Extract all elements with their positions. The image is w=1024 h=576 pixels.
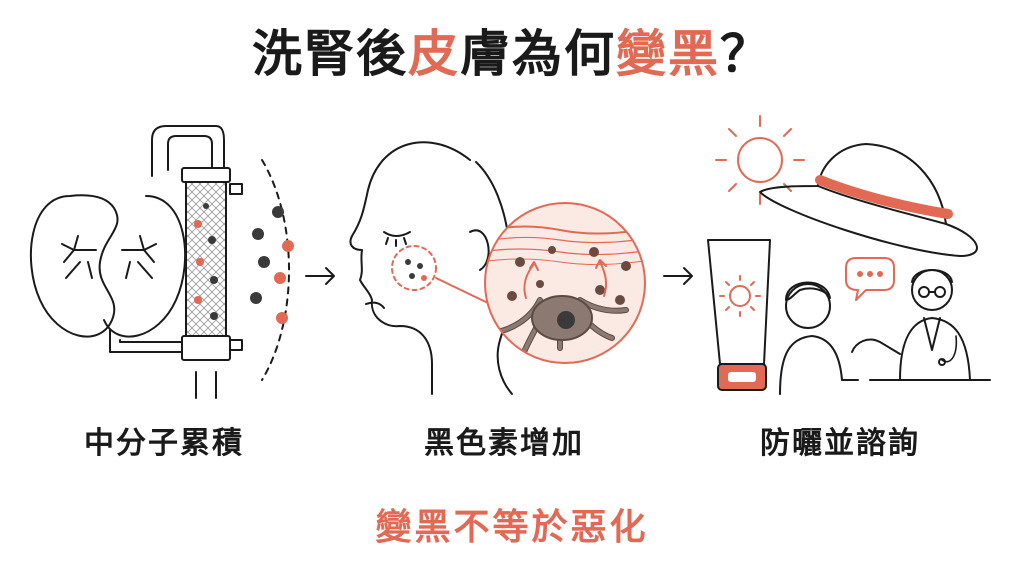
sun-icon: [715, 115, 805, 205]
membrane-dashed-line: [261, 159, 290, 381]
hat-icon: [759, 143, 978, 257]
title-part-4: 變黑: [616, 25, 720, 83]
title-part-2: 皮: [408, 25, 460, 83]
dialyzer-icon: [181, 167, 243, 361]
caption-middle-molecules: 中分子累積: [84, 426, 244, 461]
caption-sun-protection-consult: 防曬並諮詢: [760, 426, 920, 461]
doctor-icon: [851, 269, 991, 381]
caption-melanin-increase: 黑色素增加: [424, 426, 584, 461]
skin-cross-section-icon: [484, 202, 646, 364]
tubing: [109, 125, 225, 399]
speech-bubble-icon: [845, 257, 895, 301]
sunscreen-tube-icon: [707, 239, 771, 391]
title-part-1: 洗腎後: [252, 25, 408, 83]
kidney-icon: [29, 194, 187, 338]
arrow-right-icon: [663, 267, 693, 285]
middle-molecules: [250, 206, 294, 324]
title-part-5: ？: [720, 25, 772, 83]
page-title: 洗腎後皮膚為何變黑？: [0, 22, 1024, 86]
footer-message: 變黑不等於惡化: [375, 507, 649, 548]
arrow-right-icon: [305, 267, 335, 285]
patient-icon: [779, 281, 859, 395]
title-part-3: 膚為何: [460, 25, 616, 83]
